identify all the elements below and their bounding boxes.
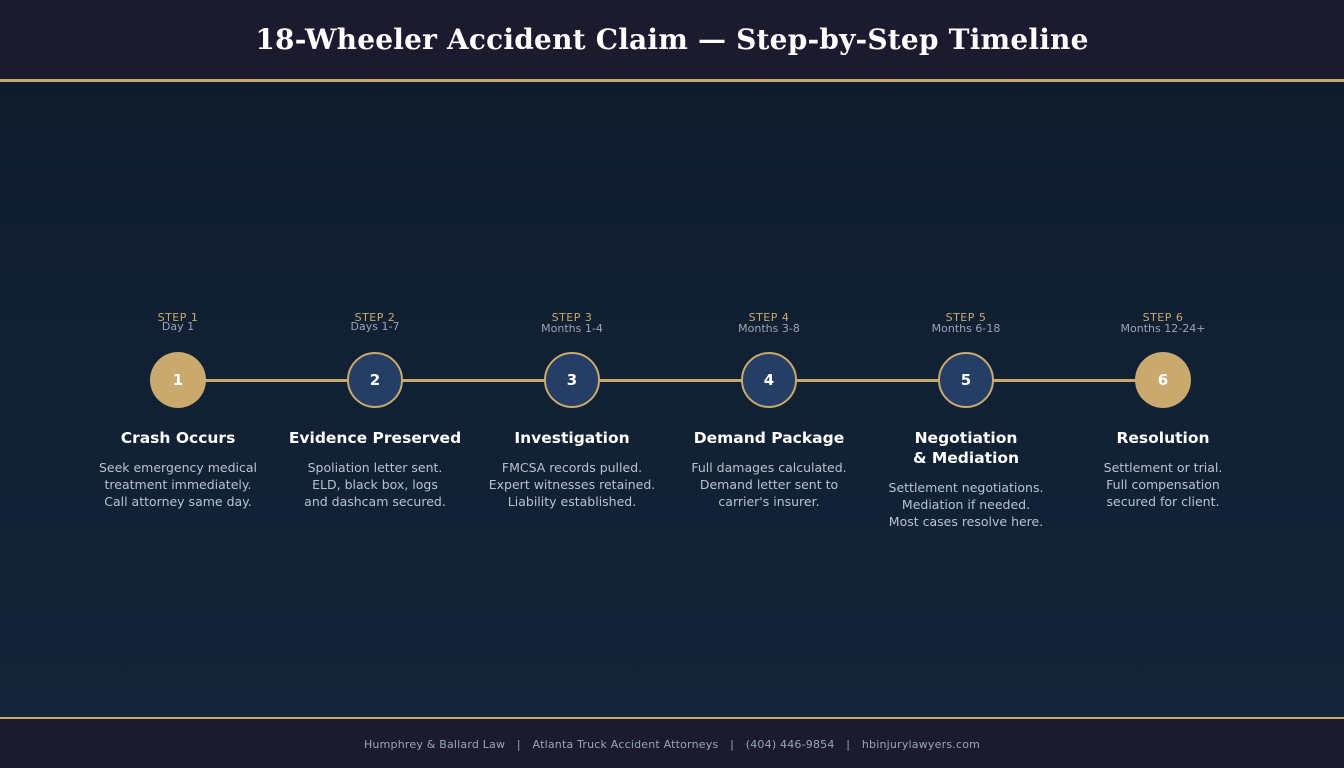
- step-title: Demand Package: [659, 428, 879, 448]
- footer-tagline: Atlanta Truck Accident Attorneys: [532, 738, 719, 751]
- step-number-circle: 4: [741, 352, 797, 408]
- step-label: STEP 3: [551, 311, 593, 324]
- step-description: Spoliation letter sent. ELD, black box, …: [265, 459, 485, 510]
- timeline-connector: [178, 379, 1163, 382]
- footer-separator: |: [846, 738, 851, 751]
- step-description-line: Expert witnesses retained.: [488, 477, 656, 492]
- step-description-line: Demand letter sent to: [699, 477, 839, 492]
- step-number-circle: 2: [347, 352, 403, 408]
- step-description-line: ELD, black box, logs: [312, 477, 438, 492]
- step-description: Full damages calculated. Demand letter s…: [659, 459, 879, 510]
- step-title: Evidence Preserved: [265, 428, 485, 448]
- step-description-line: Settlement negotiations.: [888, 480, 1044, 495]
- step-description-line: Most cases resolve here.: [888, 514, 1044, 529]
- step-number-circle: 5: [938, 352, 994, 408]
- step-title-line: Investigation: [514, 429, 630, 447]
- step-description-line: Full damages calculated.: [691, 460, 847, 475]
- step-number: 3: [566, 371, 578, 389]
- footer-info: Humphrey & Ballard Law | Atlanta Truck A…: [364, 738, 980, 751]
- step-description: FMCSA records pulled. Expert witnesses r…: [462, 459, 682, 510]
- step-description-line: Seek emergency medical: [98, 460, 258, 475]
- step-label: STEP 6: [1142, 311, 1184, 324]
- step-number: 2: [369, 371, 381, 389]
- step-number-circle: 3: [544, 352, 600, 408]
- step-description-line: Call attorney same day.: [104, 494, 252, 509]
- step-label: STEP 5: [945, 311, 987, 324]
- step-number-circle: 1: [150, 352, 206, 408]
- step-number: 1: [172, 371, 184, 389]
- step-description-line: Settlement or trial.: [1103, 460, 1223, 475]
- footer-firm-name: Humphrey & Ballard Law: [363, 738, 506, 751]
- step-time: Day 1: [161, 320, 195, 333]
- step-description-line: Mediation if needed.: [901, 497, 1031, 512]
- footer-website: hbinjurylawyers.com: [861, 738, 981, 751]
- step-title-line: Resolution: [1116, 429, 1210, 447]
- footer-phone: (404) 446-9854: [745, 738, 835, 751]
- step-title: Negotiation & Mediation: [856, 428, 1076, 468]
- step-number-circle: 6: [1135, 352, 1191, 408]
- page-header: 18-Wheeler Accident Claim — Step-by-Step…: [0, 0, 1344, 82]
- step-time: Months 12-24+: [1120, 322, 1206, 335]
- step-time: Months 1-4: [541, 322, 603, 335]
- step-description-line: Full compensation: [1106, 477, 1220, 492]
- step-number: 6: [1157, 371, 1169, 389]
- page-footer: Humphrey & Ballard Law | Atlanta Truck A…: [0, 717, 1344, 768]
- step-time: Months 6-18: [931, 322, 1001, 335]
- step-description-line: carrier's insurer.: [718, 494, 820, 509]
- page-title: 18-Wheeler Accident Claim — Step-by-Step…: [255, 23, 1089, 56]
- step-description: Settlement or trial. Full compensation s…: [1053, 459, 1273, 510]
- footer-separator: |: [516, 738, 521, 751]
- step-title-line: Negotiation: [914, 429, 1018, 447]
- step-description-line: secured for client.: [1106, 494, 1220, 509]
- footer-separator: |: [730, 738, 735, 751]
- step-number: 5: [960, 371, 972, 389]
- step-label: STEP 4: [748, 311, 790, 324]
- step-description-line: and dashcam secured.: [304, 494, 446, 509]
- step-description-line: treatment immediately.: [104, 477, 252, 492]
- step-title-line: & Mediation: [912, 449, 1020, 467]
- step-title: Crash Occurs: [68, 428, 288, 448]
- step-time: Days 1-7: [350, 320, 400, 333]
- step-description: Seek emergency medical treatment immedia…: [68, 459, 288, 510]
- step-title-line: Evidence Preserved: [288, 429, 462, 447]
- step-description-line: FMCSA records pulled.: [501, 460, 643, 475]
- step-label: STEP 1: [157, 311, 199, 324]
- step-title-line: Crash Occurs: [120, 429, 236, 447]
- step-title: Investigation: [462, 428, 682, 448]
- step-description: Settlement negotiations. Mediation if ne…: [856, 479, 1076, 530]
- step-description-line: Liability established.: [507, 494, 637, 509]
- step-title: Resolution: [1053, 428, 1273, 448]
- step-time: Months 3-8: [738, 322, 800, 335]
- step-label: STEP 2: [354, 311, 396, 324]
- step-number: 4: [763, 371, 775, 389]
- step-description-line: Spoliation letter sent.: [307, 460, 443, 475]
- step-title-line: Demand Package: [693, 429, 845, 447]
